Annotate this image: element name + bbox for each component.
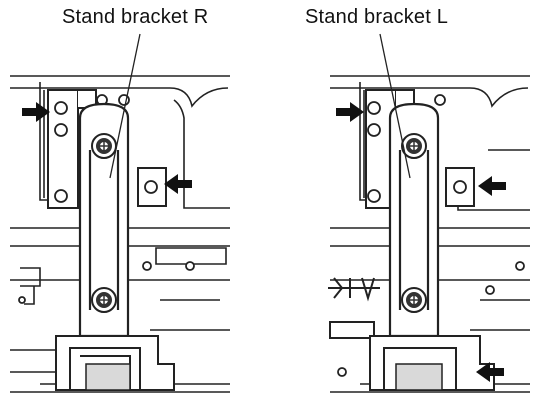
panel-bracket-r [10,33,230,393]
screw-icon [91,133,117,159]
screw-icon [91,287,117,313]
stand-bracket-l-label: Stand bracket L [305,6,449,28]
panel-bracket-l [328,33,530,393]
screw-icon [401,287,427,313]
stand-bracket-r-label: Stand bracket R [62,6,209,28]
arrow-icon [478,176,506,196]
arrow-icon [22,102,50,122]
arrow-icon [164,174,192,194]
